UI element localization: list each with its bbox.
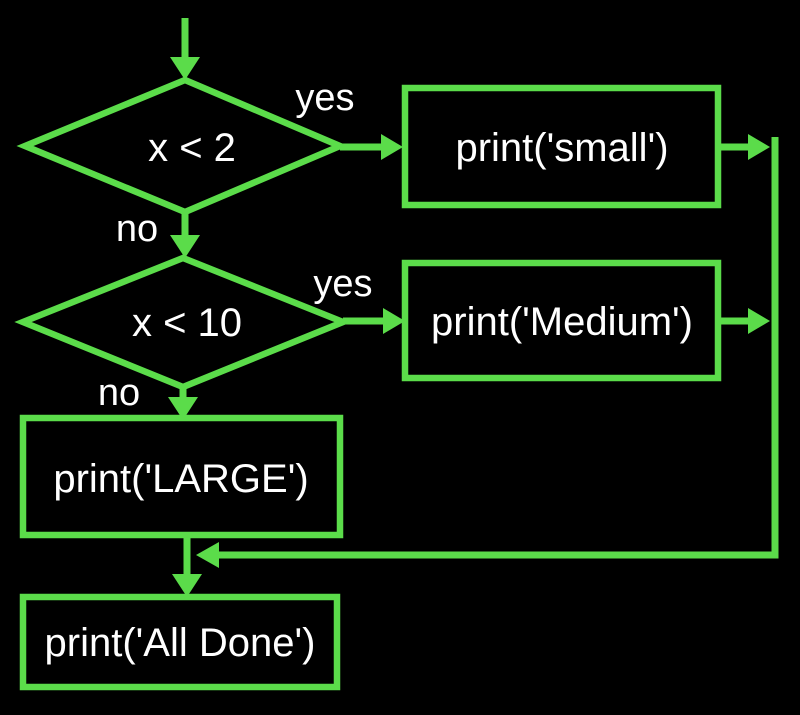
arrowhead-down-icon: [170, 235, 200, 258]
decision-x-lt-10-label: x < 10: [132, 301, 242, 345]
process-print-all-done-label: print('All Done'): [45, 621, 316, 665]
edge-label-no-2: no: [98, 372, 140, 414]
process-print-all-done-box: [19, 593, 341, 691]
edge-label-yes-1: yes: [295, 77, 354, 119]
edge-merge-rail: [213, 137, 779, 559]
decision-x-lt-2-label: x < 2: [148, 126, 236, 170]
edge-label-yes-2: yes: [313, 263, 372, 305]
arrowhead-right-icon: [383, 308, 405, 334]
arrowhead-down-icon: [170, 57, 200, 80]
process-print-medium-label: print('Medium'): [431, 300, 693, 344]
edge-label-no-1: no: [116, 208, 158, 250]
process-print-large-box: [19, 414, 344, 539]
process-print-large-label: print('LARGE'): [53, 457, 308, 501]
arrowhead-down-icon: [168, 397, 198, 420]
arrowhead-left-icon: [196, 542, 219, 568]
arrowhead-right-icon: [748, 134, 770, 160]
arrowhead-right-icon: [381, 134, 403, 160]
arrowhead-right-icon: [748, 308, 770, 334]
arrowhead-down-icon: [172, 574, 202, 597]
process-print-small-label: print('small'): [455, 126, 668, 170]
